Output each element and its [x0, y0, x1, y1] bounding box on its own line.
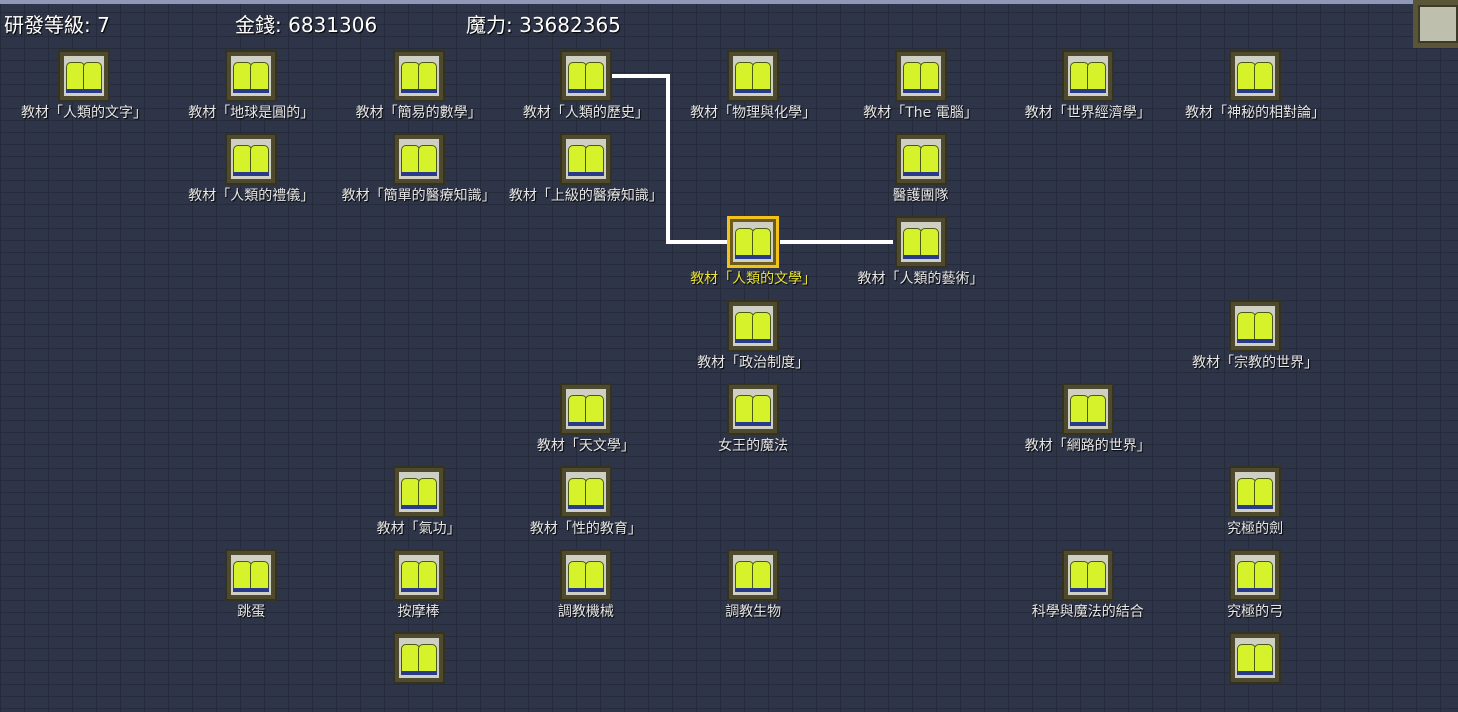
tech-node-label: 教材「物理與化學」	[690, 105, 817, 121]
book-icon[interactable]	[1229, 466, 1282, 518]
tech-node-label: 教材「人類的禮儀」	[188, 188, 315, 205]
tech-node-label: 教材「上級的醫療知識」	[508, 188, 663, 205]
book-icon[interactable]	[894, 133, 947, 186]
tech-node[interactable]: 教材「性的教育」	[501, 466, 671, 546]
tech-node[interactable]: 教材「人類的文字」	[0, 50, 169, 130]
tech-node[interactable]: 跳蛋	[166, 549, 336, 629]
tech-node-label: 教材「天文學」	[536, 437, 635, 454]
book-icon[interactable]	[727, 299, 780, 352]
tech-node[interactable]: 教材「人類的文學」	[668, 216, 838, 296]
tech-node[interactable]: 究極的劍	[1170, 466, 1340, 546]
tech-node-label: 教材「簡單的醫療知識」	[341, 188, 496, 205]
tech-node-label: 教材「人類的文學」	[690, 271, 817, 288]
book-icon[interactable]	[225, 549, 278, 602]
menu-button[interactable]	[1413, 0, 1458, 48]
book-icon[interactable]	[58, 50, 110, 102]
tech-node[interactable]: 按摩棒	[334, 549, 504, 629]
money-display: 金錢: 6831306	[235, 13, 378, 37]
book-icon[interactable]	[559, 50, 612, 102]
book-icon[interactable]	[894, 50, 947, 102]
book-icon[interactable]	[727, 50, 780, 102]
tech-node-label: 究極的弓	[1227, 604, 1284, 621]
tech-node[interactable]: 科學與魔法的結合	[1003, 549, 1173, 629]
connector-history-to-literature	[612, 74, 727, 244]
book-icon[interactable]	[559, 466, 612, 518]
research-level: 研發等級: 7	[4, 13, 110, 37]
tech-node-label: 教材「人類的文字」	[21, 105, 147, 121]
tech-node-label: 教材「氣功」	[376, 521, 461, 537]
tech-node[interactable]: 教材「人類的藝術」	[836, 216, 1006, 296]
tech-node-label: 教材「簡易的數學」	[355, 105, 482, 121]
tech-node-label: 按摩棒	[397, 604, 440, 621]
book-icon[interactable]	[1061, 50, 1114, 102]
tech-node[interactable]: 教材「宗教的世界」	[1170, 299, 1340, 380]
tech-node[interactable]: 教材「上級的醫療知識」	[501, 133, 671, 213]
book-icon[interactable]	[559, 133, 612, 186]
book-icon[interactable]	[727, 382, 780, 435]
tech-node-label: 教材「宗教的世界」	[1192, 354, 1319, 371]
tech-node[interactable]	[334, 632, 504, 712]
book-icon[interactable]	[1229, 50, 1282, 102]
tech-node-label: 醫護團隊	[892, 188, 949, 205]
book-icon[interactable]	[392, 549, 445, 602]
tech-node[interactable]: 教材「簡易的數學」	[334, 50, 504, 130]
tech-node-label: 究極的劍	[1227, 521, 1284, 537]
book-icon[interactable]	[727, 549, 780, 602]
tech-node[interactable]: 調教生物	[668, 549, 838, 629]
tech-node[interactable]	[1170, 632, 1340, 712]
book-icon[interactable]	[225, 50, 278, 102]
book-icon[interactable]	[1061, 549, 1114, 602]
tech-node-label: 科學與魔法的結合	[1031, 604, 1144, 621]
tech-node[interactable]: 教材「人類的歷史」	[501, 50, 671, 130]
tech-node-label: 教材「人類的歷史」	[522, 105, 649, 121]
book-icon[interactable]	[392, 466, 445, 518]
tech-node[interactable]: 教材「人類的禮儀」	[166, 133, 336, 213]
tech-node-label: 女王的魔法	[718, 437, 789, 454]
tech-node-label: 教材「政治制度」	[697, 354, 810, 371]
book-icon[interactable]	[727, 216, 780, 269]
tech-node[interactable]: 教材「網路的世界」	[1003, 382, 1173, 463]
tech-node[interactable]: 女王的魔法	[668, 382, 838, 463]
book-icon[interactable]	[1229, 549, 1282, 602]
mana-display: 魔力: 33682365	[466, 13, 621, 37]
tech-node[interactable]: 教材「物理與化學」	[668, 50, 838, 130]
book-icon[interactable]	[1229, 299, 1282, 352]
tech-node-label: 調教生物	[725, 604, 782, 621]
tech-node-label: 教材「The 電腦」	[863, 105, 978, 121]
book-icon[interactable]	[392, 50, 445, 102]
book-icon[interactable]	[1229, 632, 1282, 685]
tech-node-label: 教材「網路的世界」	[1024, 437, 1151, 454]
tech-node-label: 教材「世界經濟學」	[1024, 105, 1151, 121]
tech-node[interactable]: 教材「神秘的相對論」	[1170, 50, 1340, 130]
tech-node[interactable]: 教材「The 電腦」	[836, 50, 1006, 130]
tech-node[interactable]: 醫護團隊	[836, 133, 1006, 213]
tech-node-label: 教材「人類的藝術」	[857, 271, 984, 288]
tech-tree-connections	[612, 74, 893, 244]
tech-node[interactable]: 究極的弓	[1170, 549, 1340, 629]
book-icon[interactable]	[559, 382, 612, 435]
tech-node-label: 教材「性的教育」	[529, 521, 642, 537]
book-icon[interactable]	[894, 216, 947, 269]
book-icon[interactable]	[559, 549, 612, 602]
book-icon[interactable]	[392, 133, 445, 186]
tech-node-label: 跳蛋	[237, 604, 266, 621]
tech-node-label: 教材「神秘的相對論」	[1185, 105, 1326, 121]
window-top-border	[0, 0, 1458, 4]
tech-node-label: 教材「地球是圓的」	[188, 105, 315, 121]
tech-node[interactable]: 調教機械	[501, 549, 671, 629]
book-icon[interactable]	[225, 133, 278, 186]
tech-node[interactable]: 教材「政治制度」	[668, 299, 838, 380]
tech-node[interactable]: 教材「地球是圓的」	[166, 50, 336, 130]
tech-node[interactable]: 教材「氣功」	[334, 466, 504, 546]
tech-node[interactable]: 教材「世界經濟學」	[1003, 50, 1173, 130]
book-icon[interactable]	[1061, 382, 1114, 435]
tech-node[interactable]: 教材「簡單的醫療知識」	[334, 133, 504, 213]
tech-node-label: 調教機械	[557, 604, 614, 621]
tech-node[interactable]: 教材「天文學」	[501, 382, 671, 463]
book-icon[interactable]	[392, 632, 445, 685]
